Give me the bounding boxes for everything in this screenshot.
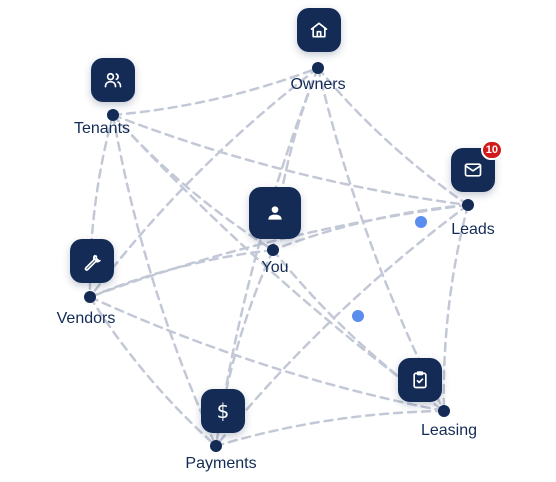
- connection-line-leasing-payments: [214, 409, 446, 448]
- vendors-label: Vendors: [56, 310, 116, 327]
- owners-node-button[interactable]: [297, 8, 341, 52]
- connection-line-tenants-you: [111, 113, 275, 252]
- leads-anchor-dot: [462, 199, 474, 211]
- owners-anchor-dot: [312, 62, 324, 74]
- graph-edges: [88, 66, 470, 448]
- clipboard-check-icon: [413, 371, 427, 389]
- vendors-node-button[interactable]: [70, 239, 114, 283]
- user-icon: [268, 206, 282, 220]
- leads-node-button[interactable]: 10: [451, 140, 503, 192]
- wrench-icon: [84, 254, 101, 271]
- payments-anchor-dot: [210, 440, 222, 452]
- users-icon: [104, 72, 122, 88]
- connection-line-vendors-payments: [88, 295, 218, 448]
- connection-line-owners-vendors: [88, 66, 320, 299]
- mail-icon: [464, 163, 482, 177]
- leasing-anchor-dot: [438, 405, 450, 417]
- data-pulse-dot: [415, 216, 427, 228]
- leasing-label: Leasing: [420, 422, 478, 439]
- connection-line-owners-leasing: [316, 66, 446, 413]
- home-icon: [310, 22, 328, 38]
- leads-label: Leads: [451, 221, 495, 238]
- connection-line-vendors-leasing: [88, 295, 446, 413]
- notification-badge: 10: [480, 140, 503, 160]
- connection-line-owners-leads: [316, 66, 470, 207]
- you-anchor-dot: [267, 244, 279, 256]
- tenants-label: Tenants: [73, 120, 131, 137]
- vendors-anchor-dot: [84, 291, 96, 303]
- connection-line-leads-vendors: [88, 203, 470, 299]
- you-label: You: [261, 259, 289, 276]
- connection-line-tenants-payments: [111, 113, 218, 448]
- you-node-button[interactable]: [249, 187, 301, 239]
- connection-line-you-payments: [214, 248, 275, 448]
- data-pulse-dot: [352, 310, 364, 322]
- connection-line-leads-leasing: [442, 203, 470, 413]
- connection-line-you-leasing: [271, 248, 446, 413]
- payments-node-button[interactable]: $: [201, 389, 245, 433]
- payments-label: Payments: [185, 455, 257, 472]
- connection-line-tenants-leads: [111, 113, 470, 207]
- leasing-node-button[interactable]: [398, 358, 442, 402]
- owners-label: Owners: [290, 76, 346, 93]
- connection-line-you-vendors: [88, 248, 275, 299]
- dollar-icon: $: [216, 399, 230, 423]
- connection-line-tenants-owners: [111, 66, 320, 117]
- graph-anchor-dots: [84, 62, 474, 452]
- tenants-anchor-dot: [107, 109, 119, 121]
- tenants-node-button[interactable]: [91, 58, 135, 102]
